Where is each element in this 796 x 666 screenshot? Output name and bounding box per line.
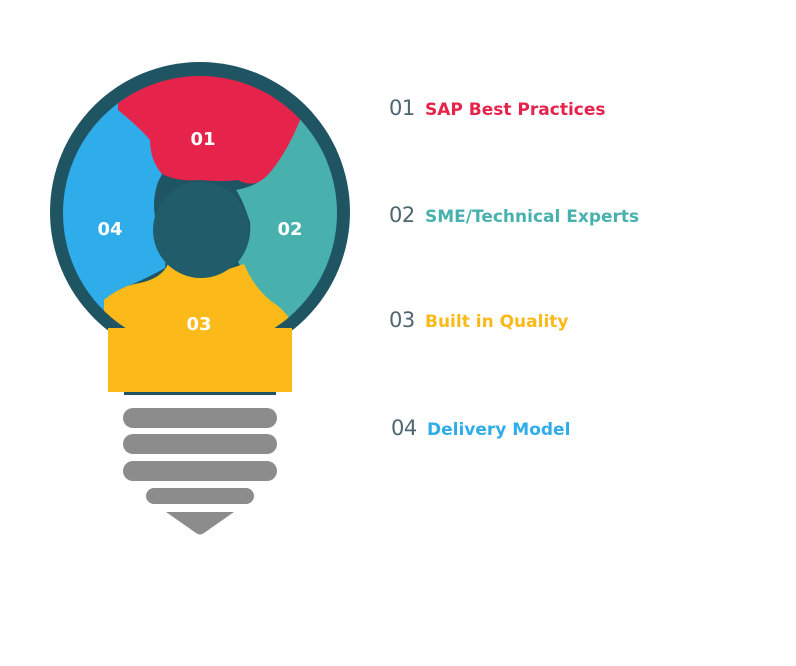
- bulb-hub: [153, 182, 249, 278]
- base-thread-3: [123, 461, 277, 481]
- segment-label-01: 01: [190, 129, 215, 150]
- legend-label: Built in Quality: [425, 312, 569, 332]
- legend-number: 04: [391, 416, 417, 440]
- legend-label: Delivery Model: [427, 420, 571, 440]
- legend-number: 01: [389, 96, 415, 120]
- base-thread-2: [123, 434, 277, 454]
- bulb-base: [123, 408, 277, 535]
- legend-number: 02: [389, 203, 415, 227]
- segment-label-03: 03: [186, 314, 211, 335]
- segment-label-04: 04: [97, 219, 122, 240]
- segment-03: [104, 264, 296, 392]
- legend-item-03: 03 Built in Quality: [389, 308, 569, 332]
- legend-item-02: 02 SME/Technical Experts: [389, 203, 639, 227]
- base-thread-4: [146, 488, 254, 504]
- legend-item-04: 04 Delivery Model: [391, 416, 570, 440]
- legend-label: SAP Best Practices: [425, 100, 606, 120]
- legend-label: SME/Technical Experts: [425, 207, 640, 227]
- legend-item-01: 01 SAP Best Practices: [389, 96, 606, 120]
- base-tip: [166, 512, 234, 535]
- base-thread-1: [123, 408, 277, 428]
- segment-label-02: 02: [277, 219, 302, 240]
- legend-number: 03: [389, 308, 415, 332]
